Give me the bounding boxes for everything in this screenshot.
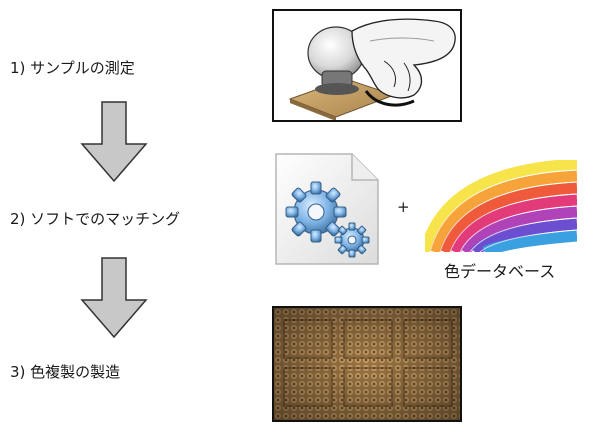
- fabric-image: [272, 306, 462, 422]
- gear-document-icon: [275, 153, 379, 265]
- software-icon-panel: [272, 150, 382, 268]
- plus-sign: +: [397, 198, 410, 216]
- spectrophotometer-icon: [288, 18, 456, 120]
- step-1-label: 1) サンプルの測定: [10, 59, 135, 77]
- down-arrow-1: [80, 101, 148, 183]
- color-fan-image: [425, 160, 577, 252]
- step-2-label: 2) ソフトでのマッチング: [10, 210, 181, 228]
- measurement-image: [272, 9, 462, 122]
- color-fan-icon: [425, 160, 577, 252]
- color-database-caption: 色データベース: [444, 262, 556, 281]
- step-3-label: 3) 色複製の製造: [10, 363, 121, 381]
- woven-fabric-icon: [274, 308, 460, 420]
- down-arrow-2: [80, 257, 148, 339]
